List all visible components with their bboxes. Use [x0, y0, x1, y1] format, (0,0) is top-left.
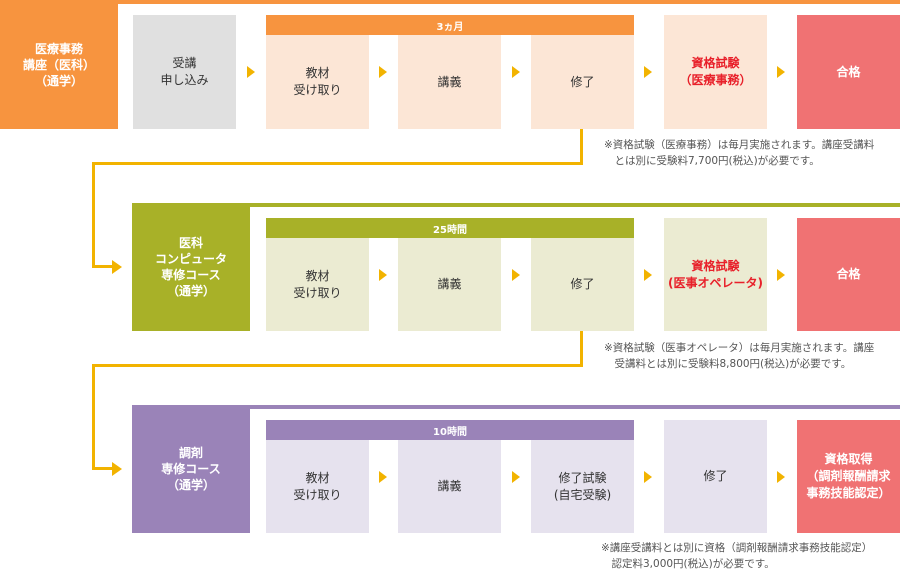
pass-result: 合格 — [797, 15, 900, 129]
exam-medical-operator: 資格試験 (医事オペレータ) — [664, 218, 767, 331]
connector-line — [580, 331, 583, 367]
step-materials: 教材 受け取り — [266, 35, 369, 129]
arrow-icon — [379, 471, 387, 483]
connector-line — [92, 162, 95, 268]
connector-line — [92, 364, 95, 470]
row1-top-line — [0, 0, 900, 4]
step-apply: 受講 申し込み — [133, 15, 236, 129]
arrow-icon — [379, 269, 387, 281]
note-medical-office: ※資格試験（医療事務）は毎月実施されます。講座受講料 とは別に受験料7,700円… — [604, 139, 875, 167]
duration-band-25hours: 25時間 — [266, 218, 634, 238]
step-completion-exam: 修了試験 (自宅受験) — [531, 440, 634, 533]
step-completion: 修了 — [664, 420, 767, 533]
step-completion: 修了 — [531, 238, 634, 331]
step-completion: 修了 — [531, 35, 634, 129]
connector-line — [580, 129, 583, 165]
arrow-icon — [512, 269, 520, 281]
connector-line — [92, 162, 583, 165]
arrow-icon — [777, 471, 785, 483]
course-medical-computer: 医科 コンピュータ 専修コース （通学） — [132, 203, 250, 331]
qualification-result: 資格取得 （調剤報酬請求 事務技能認定） — [797, 420, 900, 533]
course-medical-office: 医療事務 講座（医科） （通学） — [0, 0, 118, 129]
exam-medical-office: 資格試験 （医療事務） — [664, 15, 767, 129]
connector-line — [92, 467, 112, 470]
duration-band-3months: 3ヵ月 — [266, 15, 634, 35]
arrow-icon — [644, 471, 652, 483]
arrow-icon — [112, 462, 122, 476]
arrow-icon — [247, 66, 255, 78]
arrow-icon — [644, 66, 652, 78]
arrow-icon — [379, 66, 387, 78]
step-materials: 教材 受け取り — [266, 440, 369, 533]
step-lecture: 講義 — [398, 440, 501, 533]
arrow-icon — [644, 269, 652, 281]
step-lecture: 講義 — [398, 35, 501, 129]
duration-band-10hours: 10時間 — [266, 420, 634, 440]
row2-top-line — [132, 203, 900, 207]
row3-top-line — [132, 405, 900, 409]
arrow-icon — [777, 66, 785, 78]
step-lecture: 講義 — [398, 238, 501, 331]
connector-line — [92, 364, 583, 367]
connector-line — [92, 265, 112, 268]
note-medical-computer: ※資格試験（医事オペレータ）は毎月実施されます。講座 受講料とは別に受験料8,8… — [604, 342, 875, 370]
arrow-icon — [512, 471, 520, 483]
course-dispensing: 調剤 専修コース （通学） — [132, 405, 250, 533]
pass-result: 合格 — [797, 218, 900, 331]
arrow-icon — [512, 66, 520, 78]
arrow-icon — [777, 269, 785, 281]
step-materials: 教材 受け取り — [266, 238, 369, 331]
arrow-icon — [112, 260, 122, 274]
note-dispensing: ※講座受講料とは別に資格（調剤報酬請求事務技能認定） 認定料3,000円(税込)… — [601, 542, 873, 570]
